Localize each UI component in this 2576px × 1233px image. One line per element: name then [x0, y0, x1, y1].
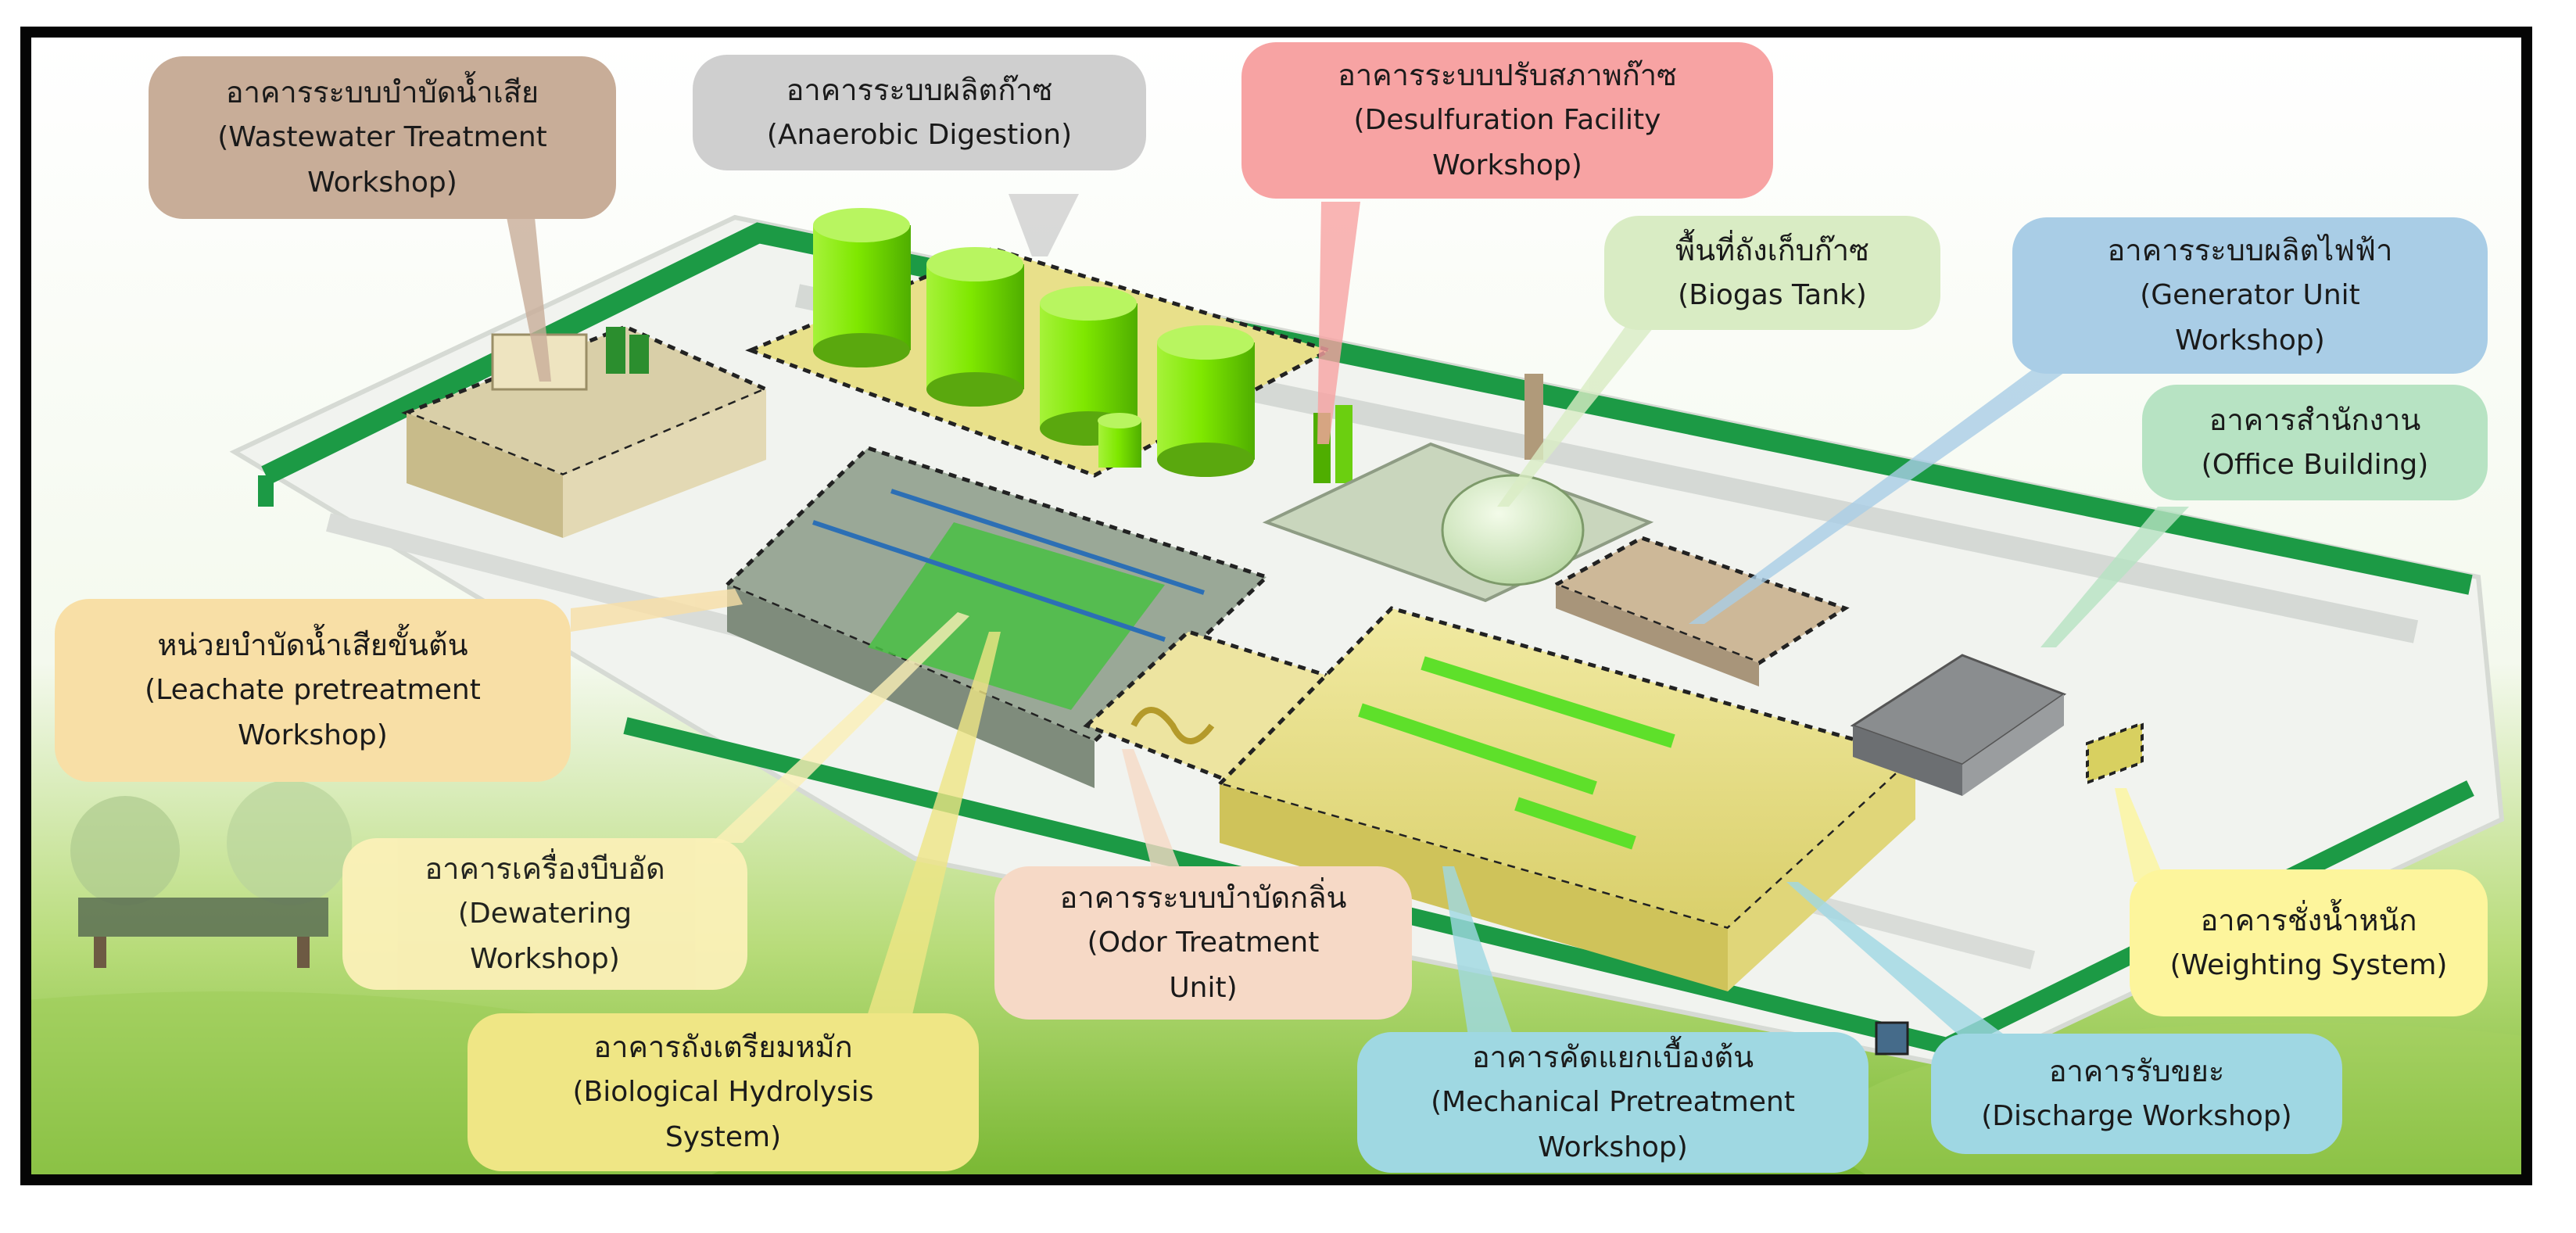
callout-thai-label: อาคารระบบบำบัดน้ำเสีย — [225, 75, 539, 109]
callout-english-label-2: Workshop) — [2175, 324, 2325, 357]
callout-english-label: (Odor Treatment — [1087, 927, 1320, 959]
mechanical-pretreatment-building — [1216, 606, 1919, 991]
generator-building — [1551, 536, 1850, 686]
callout-english-label: (Office Building) — [2201, 449, 2429, 481]
callout-thai-label: อาคารระบบปรับสภาพก๊าซ — [1338, 58, 1677, 92]
callout-english-label-2: Workshop) — [1538, 1131, 1688, 1163]
callout-thai-label: อาคารระบบผลิตไฟฟ้า — [2107, 233, 2393, 267]
digester-tank-1 — [813, 208, 911, 367]
callout-mechanical-pretreatment: อาคารคัดแยกเบื้องต้น (Mechanical Pretrea… — [1357, 1032, 1868, 1173]
office-building — [1850, 654, 2067, 796]
callout-wastewater-treatment: อาคารระบบบำบัดน้ำเสีย (Wastewater Treatm… — [149, 56, 616, 219]
callout-thai-label: อาคารรับขยะ — [2048, 1054, 2225, 1088]
callout-english-label: (Wastewater Treatment — [217, 121, 547, 153]
callout-thai-label: อาคารระบบบำบัดกลิ่น — [1059, 880, 1347, 915]
digester-tank-4 — [1157, 325, 1255, 477]
callout-odor-treatment: อาคารระบบบำบัดกลิ่น (Odor Treatment Unit… — [994, 866, 1412, 1020]
callout-thai-label: อาคารเครื่องบีบอัด — [425, 851, 665, 886]
callout-english-label: (Desulfuration Facility — [1353, 104, 1661, 136]
callout-thai-label: พื้นที่ถังเก็บก๊าซ — [1675, 233, 1869, 267]
weighting-station — [2086, 721, 2144, 785]
callout-english-label: (Anaerobic Digestion) — [766, 119, 1073, 151]
callout-thai-label: อาคารระบบผลิตก๊าซ — [786, 73, 1053, 107]
diagram-frame: อาคารระบบบำบัดน้ำเสีย (Wastewater Treatm… — [20, 27, 2532, 1185]
callout-english-label: (Biogas Tank) — [1678, 279, 1867, 311]
callout-anaerobic-digestion: อาคารระบบผลิตก๊าซ (Anaerobic Digestion) — [693, 55, 1146, 170]
callout-leachate-pretreatment: หน่วยบำบัดน้ำเสียขั้นต้น (Leachate pretr… — [55, 599, 571, 782]
callout-thai-label: อาคารสำนักงาน — [2209, 403, 2421, 437]
callout-thai-label: อาคารคัดแยกเบื้องต้น — [1471, 1040, 1754, 1074]
leachate-hydrolysis-building — [723, 446, 1270, 788]
callout-thai-label: อาคารถังเตรียมหมัก — [593, 1030, 853, 1064]
callout-english-label: (Leachate pretreatment — [145, 674, 481, 706]
callout-dewatering-workshop: อาคารเครื่องบีบอัด (Dewatering Workshop) — [342, 838, 747, 990]
callout-english-label: (Generator Unit — [2140, 279, 2360, 311]
picnic-scene-image — [70, 780, 352, 968]
callout-office-building: อาคารสำนักงาน (Office Building) — [2142, 385, 2488, 500]
perimeter-fence — [261, 222, 2473, 595]
anaerobic-digestion-plant — [745, 208, 1335, 478]
callout-pointers — [500, 186, 2189, 1046]
callout-english-label: (Weighting System) — [2169, 949, 2448, 981]
callout-english-label-2: Workshop) — [470, 943, 620, 975]
digester-tank-2 — [926, 247, 1024, 407]
callout-english-label-2: Unit) — [1169, 972, 1238, 1004]
callout-english-label: (Biological Hydrolysis — [572, 1076, 874, 1108]
callout-english-label-2: System) — [665, 1121, 782, 1153]
odor-treatment-unit — [1083, 629, 1341, 783]
callout-english-label-2: Workshop) — [238, 719, 388, 751]
digester-tank-3 — [1040, 286, 1138, 446]
callout-biological-hydrolysis: อาคารถังเตรียมหมัก (Biological Hydrolysi… — [468, 1013, 979, 1171]
callout-discharge-workshop: อาคารรับขยะ (Discharge Workshop) — [1931, 1034, 2342, 1154]
discharge-box — [1875, 1021, 1909, 1056]
callout-weighting-system: อาคารชั่งน้ำหนัก (Weighting System) — [2130, 869, 2488, 1016]
callout-thai-label: อาคารชั่งน้ำหนัก — [2200, 903, 2417, 937]
callout-thai-label: หน่วยบำบัดน้ำเสียขั้นต้น — [157, 628, 468, 662]
callout-generator-unit: อาคารระบบผลิตไฟฟ้า (Generator Unit Works… — [2012, 217, 2488, 374]
callout-biogas-tank: พื้นที่ถังเก็บก๊าซ (Biogas Tank) — [1604, 216, 1940, 330]
callout-english-label-2: Workshop) — [307, 167, 457, 199]
callout-desulfuration-facility: อาคารระบบปรับสภาพก๊าซ (Desulfuration Fac… — [1241, 42, 1773, 199]
biogas-tank — [1262, 374, 1654, 603]
wastewater-building — [401, 324, 772, 538]
callout-english-label-2: Workshop) — [1432, 149, 1582, 181]
callout-english-label: (Mechanical Pretreatment — [1431, 1086, 1795, 1118]
callout-english-label: (Discharge Workshop) — [1981, 1100, 2292, 1132]
callout-english-label: (Dewatering — [457, 898, 632, 930]
